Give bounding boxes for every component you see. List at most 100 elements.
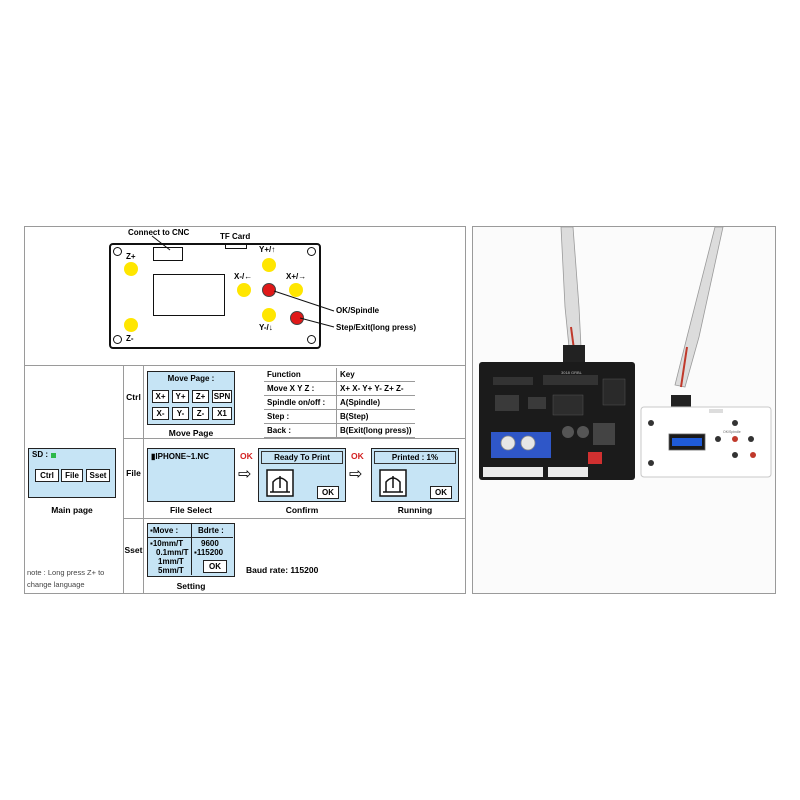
ok-transition-label: OK bbox=[351, 451, 364, 461]
file-select-screen: ▮IPHONE~1.NC bbox=[147, 448, 235, 502]
controller-board bbox=[109, 243, 321, 349]
divider-ctrl-file bbox=[123, 438, 466, 439]
y-minus-button[interactable] bbox=[262, 308, 276, 322]
x-minus-button[interactable] bbox=[237, 283, 251, 297]
function-key-table: Function Key Move X Y Z : X+ X- Y+ Y- Z+… bbox=[264, 368, 415, 438]
mount-hole bbox=[307, 247, 316, 256]
key-z-plus[interactable]: Z+ bbox=[192, 390, 209, 403]
table-row: Spindle on/off : A(Spindle) bbox=[264, 395, 415, 410]
table-row: Move X Y Z : X+ X- Y+ Y- Z+ Z- bbox=[264, 381, 415, 396]
z-minus-label: Z- bbox=[126, 334, 134, 343]
tf-card-label: TF Card bbox=[220, 232, 251, 241]
ctrl-button[interactable]: Ctrl bbox=[35, 469, 59, 482]
step-exit-button[interactable] bbox=[290, 311, 304, 325]
divider-horizontal bbox=[24, 365, 466, 366]
move-header-label: Move : bbox=[152, 526, 179, 535]
setting-caption: Setting bbox=[176, 581, 206, 591]
note-text: note : Long press Z+ to change language bbox=[27, 568, 105, 589]
step-option[interactable]: 1mm/T bbox=[158, 557, 184, 566]
table-row: Back : B(Exit(long press)) bbox=[264, 423, 415, 438]
move-page-title: Move Page : bbox=[167, 374, 215, 383]
table-row: Step : B(Step) bbox=[264, 409, 415, 424]
x-plus-button[interactable] bbox=[289, 283, 303, 297]
baud-header: Bdrte : bbox=[198, 526, 224, 535]
diagram-frame bbox=[24, 226, 466, 594]
confirm-screen: Ready To Print OK bbox=[258, 448, 346, 502]
file-cursor-icon: ▮ bbox=[151, 452, 156, 461]
step-option-label: 10mm/T bbox=[152, 539, 184, 548]
x-minus-label: X-/← bbox=[234, 272, 253, 281]
running-ok-button[interactable]: OK bbox=[430, 486, 452, 499]
y-minus-label: Y-/↓ bbox=[259, 323, 273, 332]
step-option[interactable]: 0.1mm/T bbox=[156, 548, 189, 557]
running-caption: Running bbox=[397, 505, 433, 515]
table-header: Function bbox=[264, 368, 337, 382]
running-screen: Printed : 1% OK bbox=[371, 448, 459, 502]
y-plus-button[interactable] bbox=[262, 258, 276, 272]
move-page-screen: Move Page : X+ Y+ Z+ SPN X- Y- Z- X1 bbox=[147, 371, 235, 425]
callout-lines bbox=[273, 290, 335, 328]
panel-marking: OK/Spindle bbox=[723, 430, 741, 434]
file-name: IPHONE~1.NC bbox=[155, 452, 209, 461]
key-x-minus[interactable]: X- bbox=[152, 407, 169, 420]
product-photo: 3018 GRBL OK/Spindle bbox=[473, 226, 775, 593]
step-option[interactable]: ▪10mm/T bbox=[150, 539, 183, 548]
baud-option[interactable]: 9600 bbox=[201, 539, 219, 548]
mount-hole bbox=[307, 335, 316, 344]
printer-icon bbox=[266, 469, 294, 497]
table-cell: Step : bbox=[264, 409, 337, 424]
file-row-label: File bbox=[126, 468, 141, 478]
product-photo-drawing bbox=[479, 226, 772, 480]
baud-option-label: 115200 bbox=[196, 548, 224, 557]
key-z-minus[interactable]: Z- bbox=[192, 407, 209, 420]
oled-display bbox=[153, 274, 225, 316]
table-cell: Spindle on/off : bbox=[264, 395, 337, 410]
key-spn[interactable]: SPN bbox=[212, 390, 232, 403]
board-marking: 3018 GRBL bbox=[561, 370, 582, 375]
cursor-icon: ▪ bbox=[194, 548, 197, 557]
setting-ok-button[interactable]: OK bbox=[203, 560, 227, 573]
confirm-title-bar: Ready To Print bbox=[261, 451, 343, 464]
setting-screen: ▪Move : Bdrte : ▪10mm/T 0.1mm/T 1mm/T 5m… bbox=[147, 523, 235, 577]
z-plus-button[interactable] bbox=[124, 262, 138, 276]
mount-hole bbox=[113, 247, 122, 256]
ok-transition-label: OK bbox=[240, 451, 253, 461]
file-select-caption: File Select bbox=[169, 505, 213, 515]
step-option[interactable]: 5mm/T bbox=[158, 566, 184, 575]
connect-pointer bbox=[151, 235, 171, 251]
table-header: Key bbox=[336, 368, 415, 382]
file-button[interactable]: File bbox=[61, 469, 83, 482]
table-header-row: Function Key bbox=[264, 368, 415, 382]
divider-label-col bbox=[143, 365, 144, 594]
ok-spindle-button[interactable] bbox=[262, 283, 276, 297]
table-cell: B(Step) bbox=[336, 409, 415, 424]
key-x-plus[interactable]: X+ bbox=[152, 390, 169, 403]
cursor-icon: ▪ bbox=[150, 526, 153, 535]
y-plus-label: Y+/↑ bbox=[259, 245, 276, 254]
baud-rate-note: Baud rate: 115200 bbox=[246, 565, 319, 575]
main-page-screen: SD : Ctrl File Sset bbox=[28, 448, 116, 498]
sd-status-icon bbox=[51, 453, 56, 458]
sset-button[interactable]: Sset bbox=[86, 469, 110, 482]
confirm-ok-button[interactable]: OK bbox=[317, 486, 339, 499]
connector-port bbox=[153, 247, 183, 261]
key-y-plus[interactable]: Y+ bbox=[172, 390, 189, 403]
z-minus-button[interactable] bbox=[124, 318, 138, 332]
ok-spindle-label: OK/Spindle bbox=[336, 306, 380, 315]
cursor-icon: ▪ bbox=[150, 539, 153, 548]
running-title-bar: Printed : 1% bbox=[374, 451, 456, 464]
key-y-minus[interactable]: Y- bbox=[172, 407, 189, 420]
ctrl-row-label: Ctrl bbox=[126, 392, 141, 402]
confirm-title: Ready To Print bbox=[274, 453, 330, 462]
mount-hole bbox=[113, 335, 122, 344]
table-cell: Back : bbox=[264, 423, 337, 438]
table-cell: X+ X- Y+ Y- Z+ Z- bbox=[336, 381, 415, 396]
baud-option[interactable]: ▪115200 bbox=[194, 548, 223, 557]
connect-to-cnc-label: Connect to CNC bbox=[128, 228, 190, 237]
running-title: Printed : 1% bbox=[391, 453, 439, 462]
file-item[interactable]: ▮IPHONE~1.NC bbox=[151, 452, 209, 461]
key-x1[interactable]: X1 bbox=[212, 407, 232, 420]
move-page-caption: Move Page bbox=[168, 428, 214, 438]
table-cell: A(Spindle) bbox=[336, 395, 415, 410]
sd-label: SD : bbox=[32, 450, 48, 459]
